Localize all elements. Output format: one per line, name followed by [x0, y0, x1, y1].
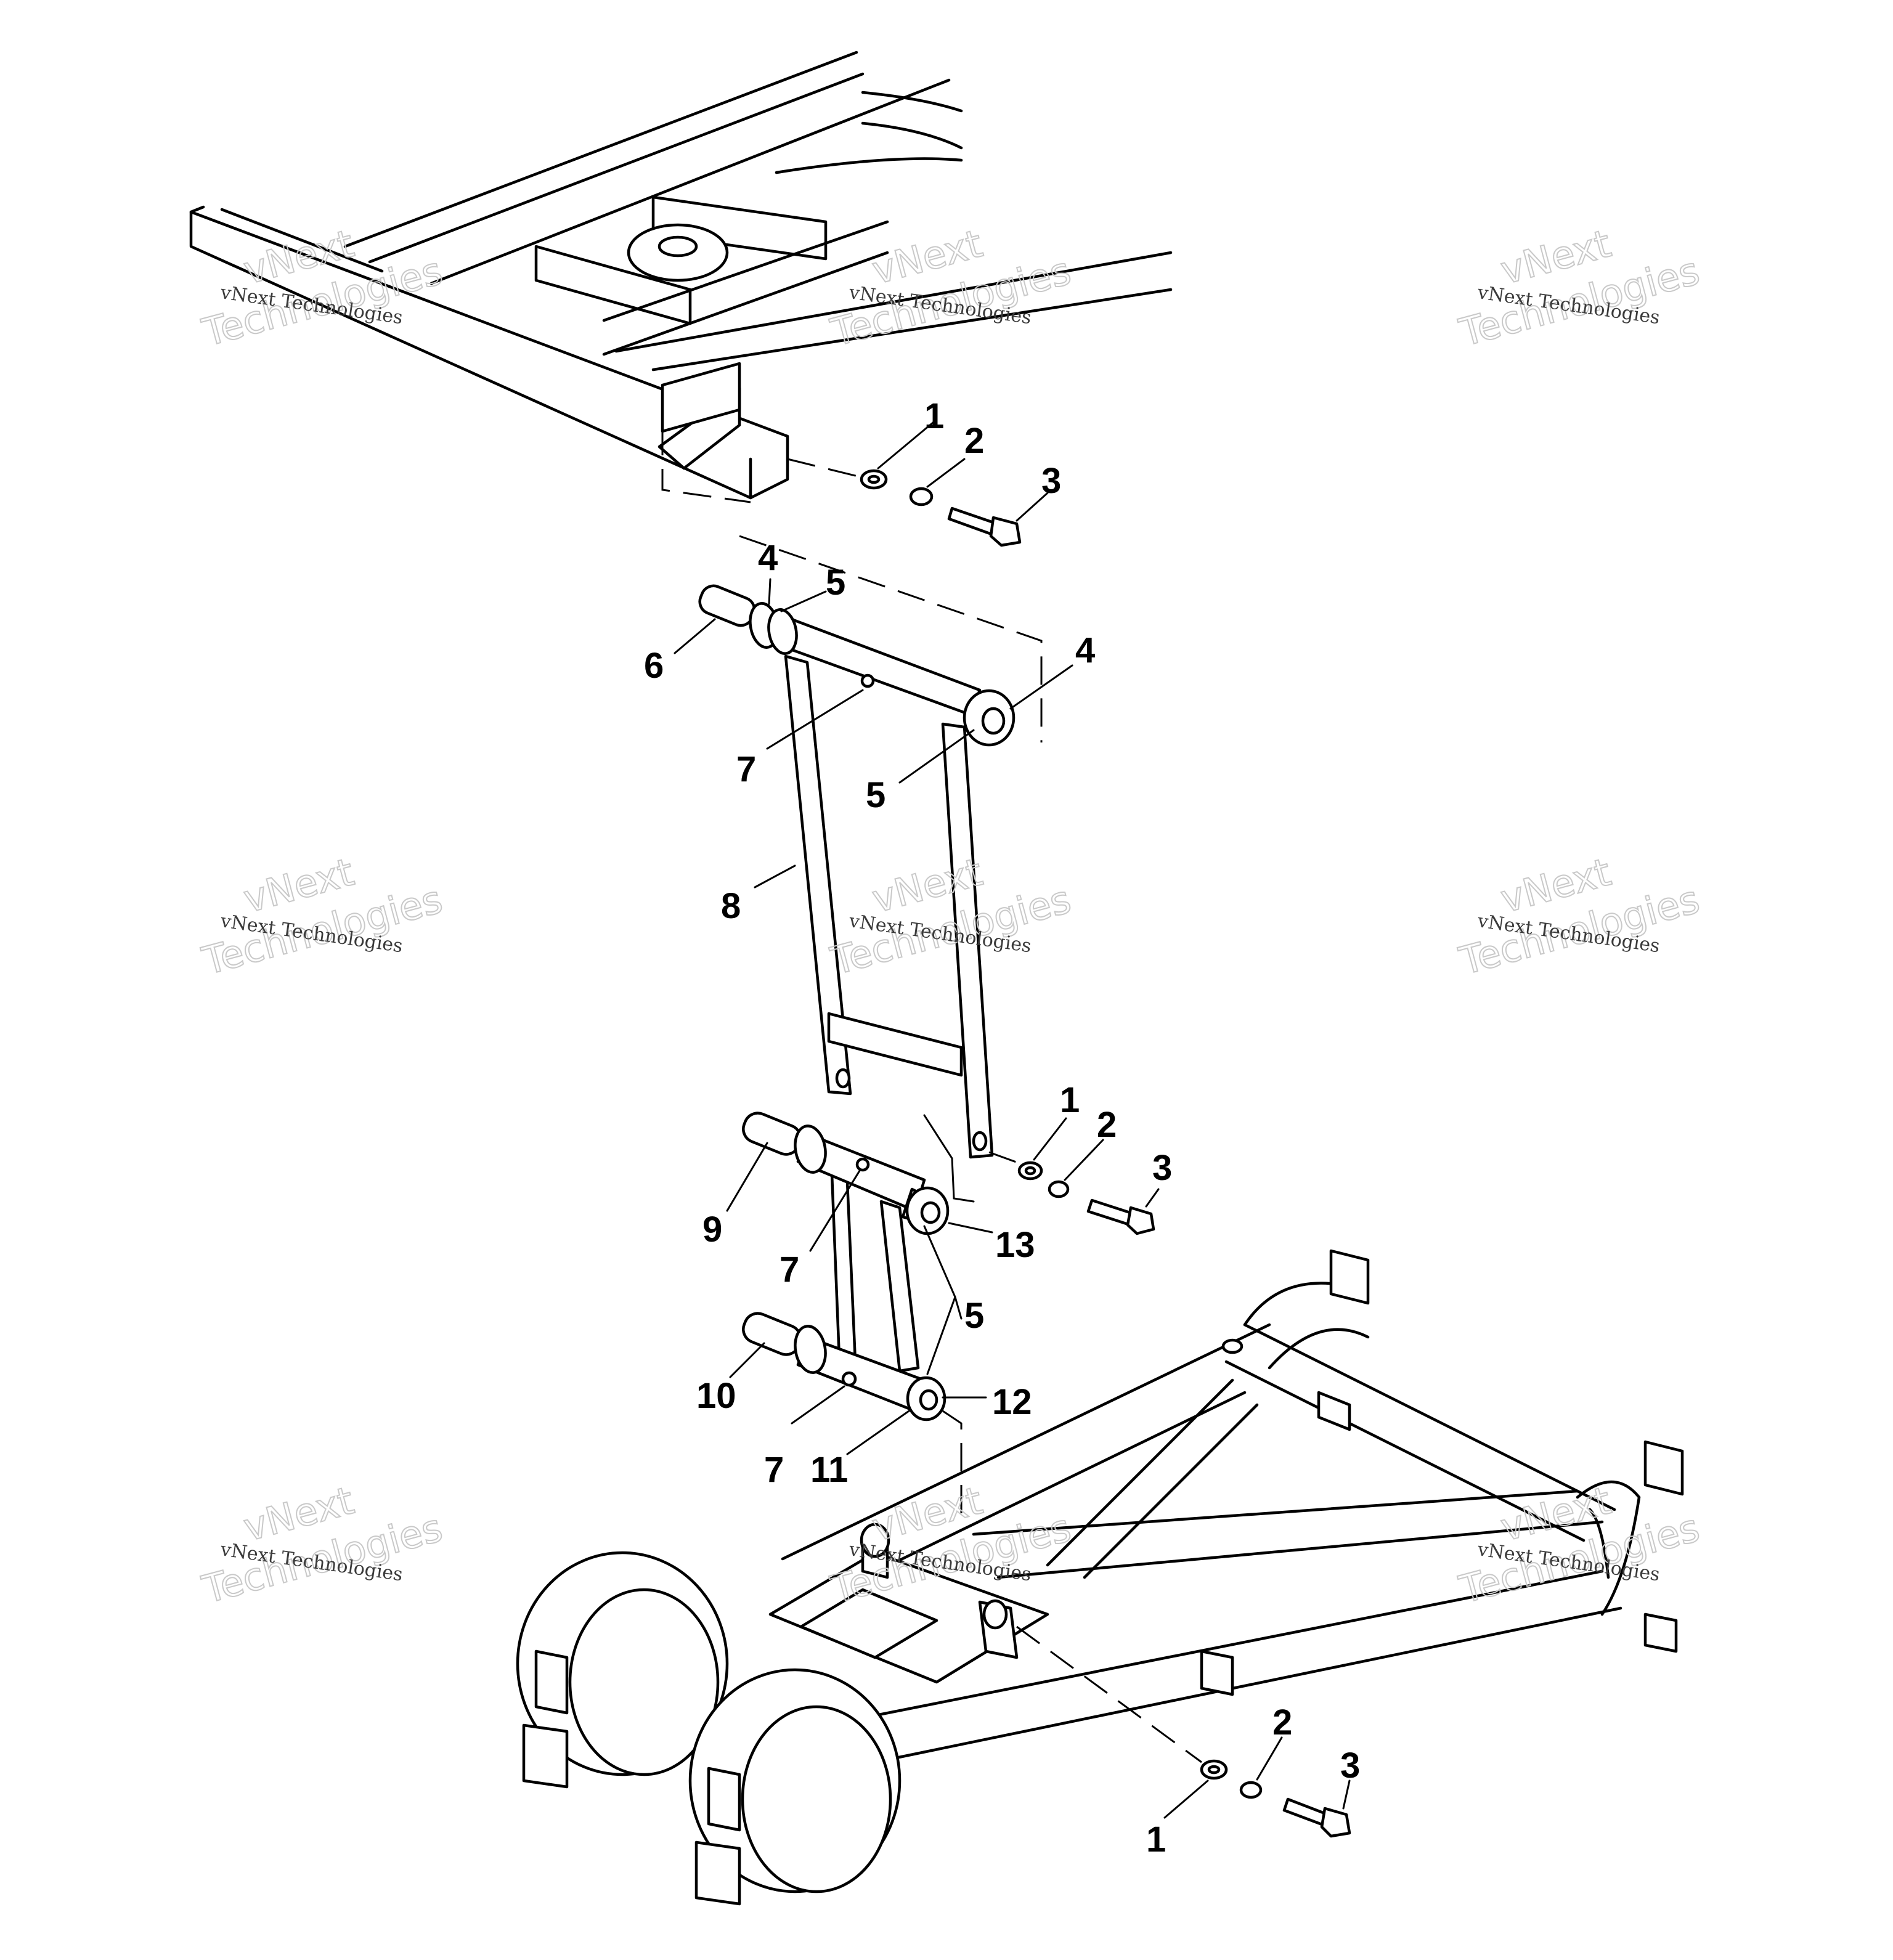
chassis-frame — [189, 51, 1173, 503]
watermark: vNext Technologies vNext Technologies — [826, 848, 1077, 984]
watermark: vNext Technologies vNext Technologies — [826, 220, 1077, 356]
callout-7-upper: 7 — [736, 749, 756, 789]
callout-12: 12 — [992, 1382, 1032, 1422]
callout-1-bottom: 1 — [1146, 1820, 1166, 1860]
callout-6: 6 — [644, 646, 664, 686]
lower-shaft-assembly — [742, 1312, 963, 1522]
top-fastener-set — [787, 421, 1049, 547]
callout-2-top: 2 — [964, 421, 984, 461]
mid-lock-washer — [1048, 1180, 1070, 1198]
upper-grease-fitting — [860, 673, 875, 688]
mid-bushing-left — [794, 1124, 827, 1174]
mid-shaft-assembly — [742, 1112, 950, 1373]
callout-5-shared: 5 — [964, 1296, 984, 1336]
top-lock-washer — [909, 487, 934, 506]
watermark-grid: vNext Technologies vNext Technologies vN… — [197, 220, 1705, 1612]
callout-11: 11 — [810, 1450, 848, 1490]
callout-2-mid: 2 — [1097, 1105, 1117, 1145]
lower-bushing-left — [794, 1325, 827, 1374]
callout-3-mid: 3 — [1152, 1148, 1172, 1188]
callout-8: 8 — [721, 886, 741, 926]
callout-labels: 1 2 3 4 5 6 4 7 5 8 1 2 3 9 7 13 5 10 12… — [644, 396, 1360, 1860]
rear-axle-frame — [516, 1249, 1684, 1906]
callout-1-top: 1 — [924, 396, 944, 436]
callout-3-top: 3 — [1041, 461, 1061, 501]
mid-fastener-set — [988, 1117, 1160, 1235]
callout-2-bottom: 2 — [1272, 1702, 1292, 1742]
callout-7-mid: 7 — [780, 1250, 799, 1290]
watermark: vNext Technologies vNext Technologies — [197, 1477, 448, 1612]
callout-3-bottom: 3 — [1340, 1746, 1360, 1786]
callout-7-lower: 7 — [764, 1450, 784, 1490]
callout-9: 9 — [702, 1210, 722, 1250]
watermark: vNext Technologies vNext Technologies — [1454, 220, 1705, 356]
callout-13: 13 — [995, 1225, 1035, 1265]
bottom-lock-washer — [1239, 1781, 1263, 1799]
top-bolt — [947, 506, 999, 537]
leader-lines — [674, 578, 1073, 1455]
upper-shaft-assembly — [698, 535, 1043, 747]
watermark: vNext Technologies vNext Technologies — [1454, 848, 1705, 984]
lower-grease-fitting — [841, 1371, 857, 1387]
callout-4-upper-right: 4 — [1075, 630, 1095, 670]
watermark: vNext Technologies vNext Technologies — [197, 848, 448, 984]
link-arm — [784, 654, 994, 1203]
callout-5-upper-left: 5 — [826, 563, 845, 603]
callout-5-upper-right: 5 — [866, 775, 885, 815]
mid-grease-fitting — [855, 1157, 870, 1172]
callout-1-mid: 1 — [1060, 1080, 1080, 1120]
bottom-fastener-set — [1016, 1625, 1351, 1838]
callout-10: 10 — [696, 1376, 736, 1416]
callout-4-upper-left: 4 — [758, 538, 778, 578]
